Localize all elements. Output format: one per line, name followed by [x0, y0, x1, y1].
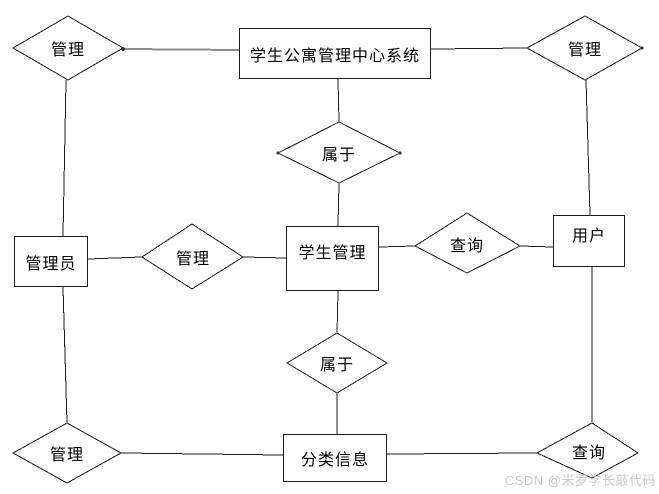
relation-query-mid-right-label: 查询	[449, 238, 485, 255]
connector-admin-to-manage-bl	[62, 286, 68, 424]
connector-system-to-belong-upper	[337, 78, 340, 123]
connector-manage-tr-to-user	[585, 79, 591, 216]
entity-user-box: 用户	[553, 215, 625, 267]
relation-manage-bottom-left-label: 管理	[49, 447, 85, 464]
entity-category-box: 分类信息	[283, 434, 387, 482]
relation-diamond-manage-mid-left	[141, 223, 244, 290]
connector-manage-left-to-student	[242, 256, 287, 259]
relation-manage-top-right-label: 管理	[567, 42, 603, 59]
connector-category-to-query-br	[386, 452, 538, 455]
relation-belong-upper-label: 属于	[321, 147, 357, 164]
entity-user-label: 用户	[571, 228, 606, 245]
connector-manage-bl-to-category	[120, 452, 284, 456]
connector-manage-tl-to-admin	[62, 79, 67, 237]
connector-system-to-manage-tr	[430, 47, 528, 50]
connector-belong-upper-to-student	[337, 182, 340, 227]
entity-admin-box: 管理员	[14, 236, 88, 287]
vertex-dot	[640, 46, 644, 50]
relation-diamond-query-mid-right	[413, 212, 522, 274]
connector-student-to-query-right	[378, 245, 416, 248]
connector-manage-tl-to-system	[122, 48, 241, 51]
entity-admin-label: 管理员	[25, 255, 77, 273]
relation-manage-top-left-label: 管理	[50, 42, 86, 59]
relation-diamond-query-bottom-right	[535, 422, 639, 479]
connector-admin-to-manage-left	[87, 256, 143, 260]
vertex-dot	[121, 47, 125, 51]
connector-student-to-belong-lower	[336, 290, 339, 334]
entity-system-box: 学生公寓管理中心系统	[239, 28, 431, 79]
csdn-watermark: CSDN @米罗学长敲代码	[504, 473, 656, 488]
entity-student-label: 学生管理	[298, 245, 367, 262]
relation-belong-lower-label: 属于	[319, 357, 355, 374]
entity-system-label: 学生公寓管理中心系统	[249, 47, 420, 65]
entity-category-label: 分类信息	[300, 452, 369, 469]
relation-diamond-manage-bottom-left	[11, 422, 123, 484]
connector-query-right-to-user	[519, 245, 554, 248]
relation-query-bottom-right-label: 查询	[571, 445, 607, 462]
relation-manage-mid-left-label: 管理	[175, 251, 211, 268]
entity-student-box: 学生管理	[286, 226, 379, 291]
vertex-dot	[276, 151, 280, 155]
vertex-dot	[398, 151, 402, 155]
relation-diamond-belong-lower	[286, 332, 388, 394]
